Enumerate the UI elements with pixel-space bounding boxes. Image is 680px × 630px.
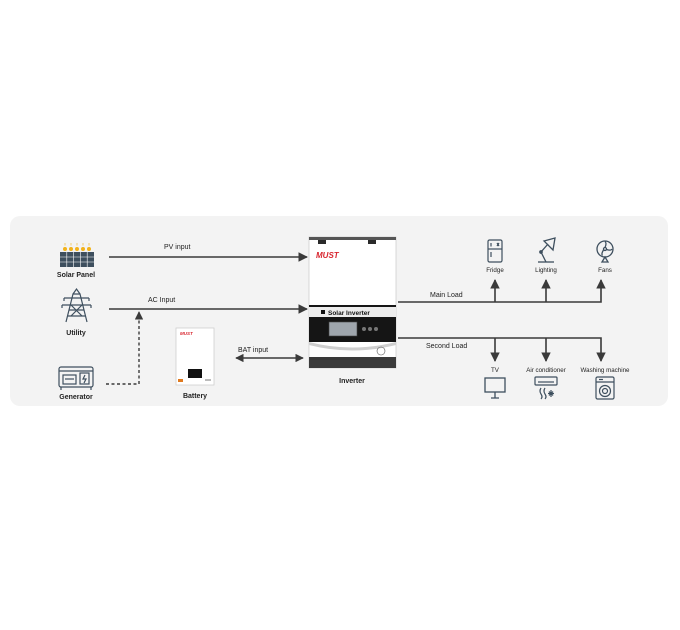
bat-input-label: BAT input bbox=[238, 347, 268, 354]
fans-label: Fans bbox=[598, 267, 612, 274]
fan-icon bbox=[596, 240, 614, 263]
ac-input-label: AC Input bbox=[148, 297, 175, 304]
lighting-label: Lighting bbox=[535, 267, 557, 274]
battery-label: Battery bbox=[183, 393, 207, 400]
second-load-line bbox=[398, 337, 606, 362]
washing-machine-icon bbox=[595, 376, 615, 400]
utility-tower-icon bbox=[61, 287, 92, 323]
generator-icon bbox=[58, 366, 94, 390]
inverter-unit: MUST Solar Inverter bbox=[308, 236, 397, 369]
fridge-icon bbox=[487, 239, 503, 263]
battery-brand-logo: MUST bbox=[180, 331, 194, 336]
tv-label: TV bbox=[491, 367, 500, 374]
second-load-label: Second Load bbox=[426, 343, 467, 350]
main-load-line bbox=[398, 279, 606, 303]
battery-unit: MUST bbox=[175, 327, 215, 386]
lamp-icon bbox=[538, 237, 556, 263]
generator-dashed-line bbox=[106, 311, 144, 385]
main-load-label: Main Load bbox=[430, 292, 463, 299]
solar-panel-icon bbox=[60, 243, 94, 267]
solar-panel-label: Solar Panel bbox=[57, 272, 95, 279]
generator-label: Generator bbox=[59, 394, 93, 401]
fridge-label: Fridge bbox=[486, 267, 504, 274]
air-conditioner-label: Air conditioner bbox=[526, 367, 566, 374]
utility-label: Utility bbox=[66, 330, 86, 337]
washing-machine-label: Washing machine bbox=[581, 367, 631, 374]
pv-input-label: PV input bbox=[164, 244, 191, 251]
air-conditioner-icon bbox=[534, 376, 558, 400]
inverter-panel-text: Solar Inverter bbox=[328, 310, 370, 317]
inverter-label: Inverter bbox=[339, 378, 365, 385]
inverter-brand-logo: MUST bbox=[316, 251, 340, 260]
battery-display bbox=[188, 369, 202, 378]
tv-icon bbox=[484, 377, 506, 399]
inverter-screen bbox=[328, 321, 358, 337]
